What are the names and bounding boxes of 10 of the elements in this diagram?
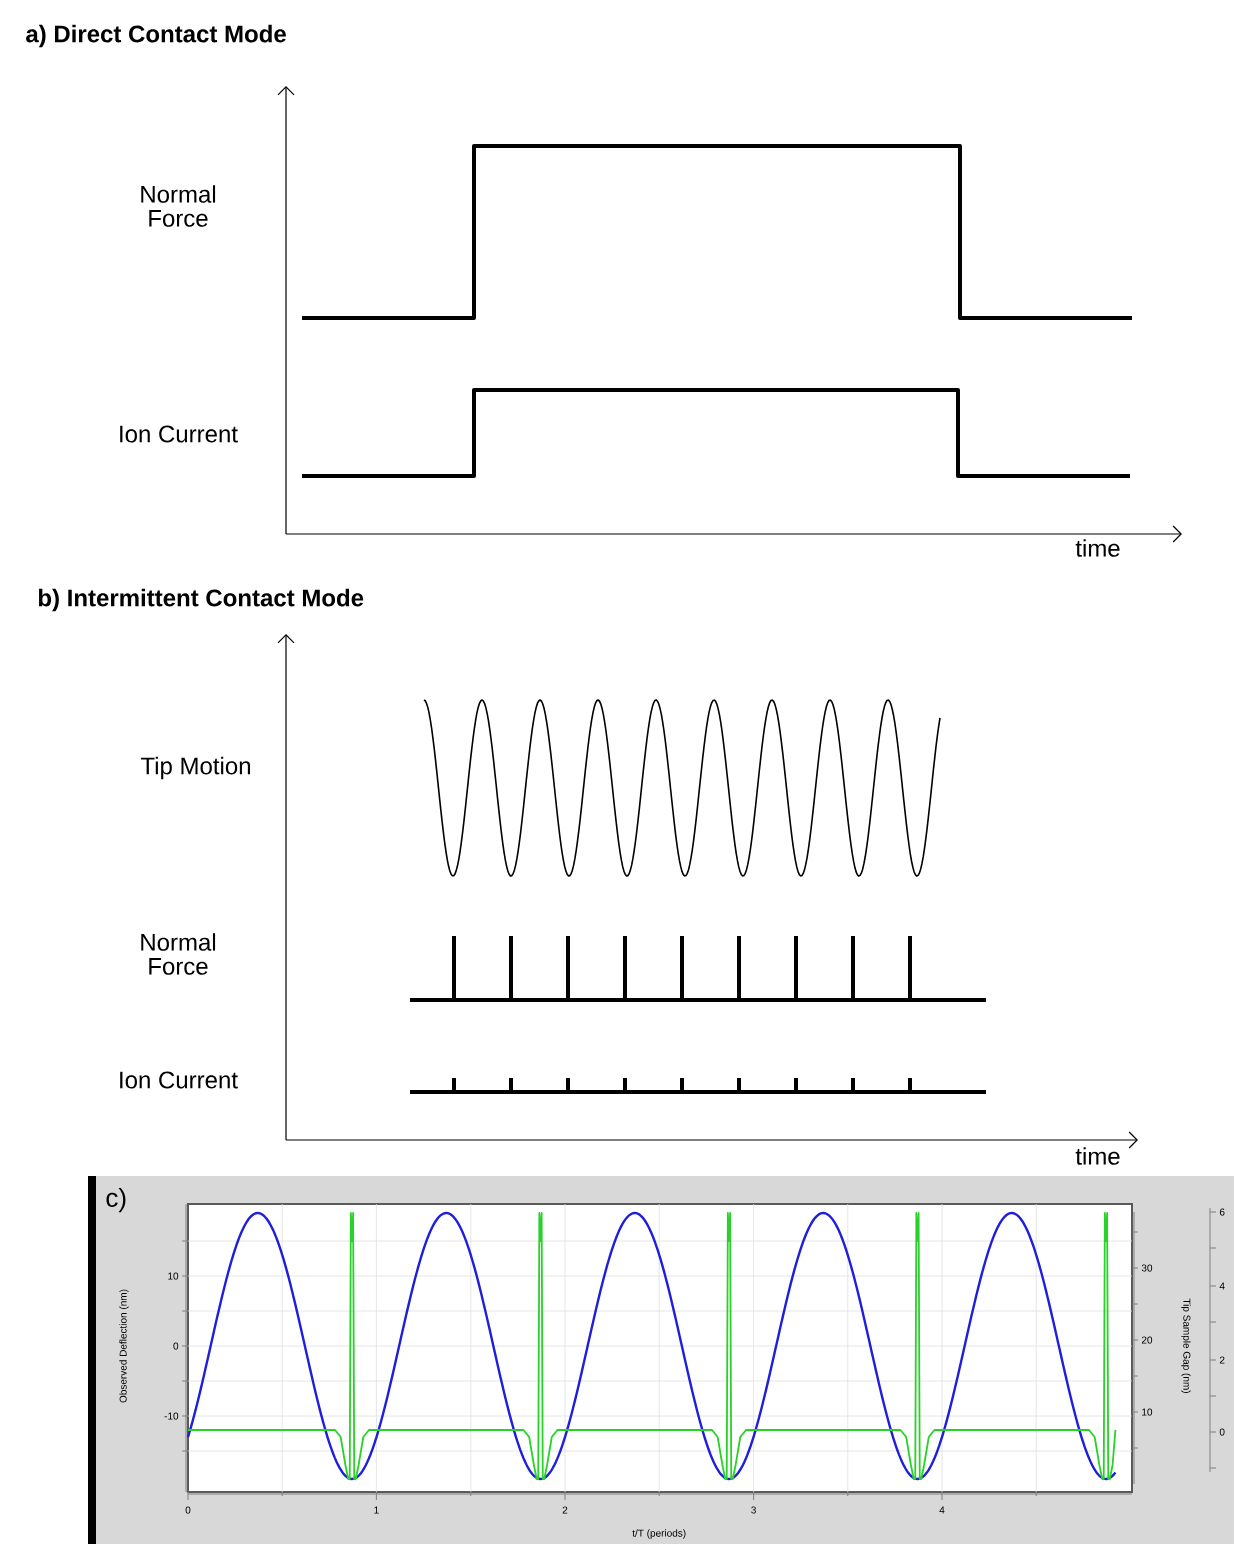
axis-label: Ion Current bbox=[120, 1071, 238, 1089]
axis-label: time bbox=[1075, 539, 1120, 557]
panel-title: a) Direct Contact Mode bbox=[26, 24, 286, 48]
axis-label: Normal Force bbox=[141, 933, 216, 975]
panel-title: b) Intermittent Contact Mode bbox=[38, 588, 364, 612]
axis-label: Normal Force bbox=[141, 185, 216, 227]
axis-label: Ion Current bbox=[120, 425, 238, 443]
axis-label: time bbox=[1075, 1147, 1120, 1165]
axis-label: Tip Motion bbox=[140, 756, 250, 780]
panel-title: c) bbox=[106, 1187, 126, 1213]
